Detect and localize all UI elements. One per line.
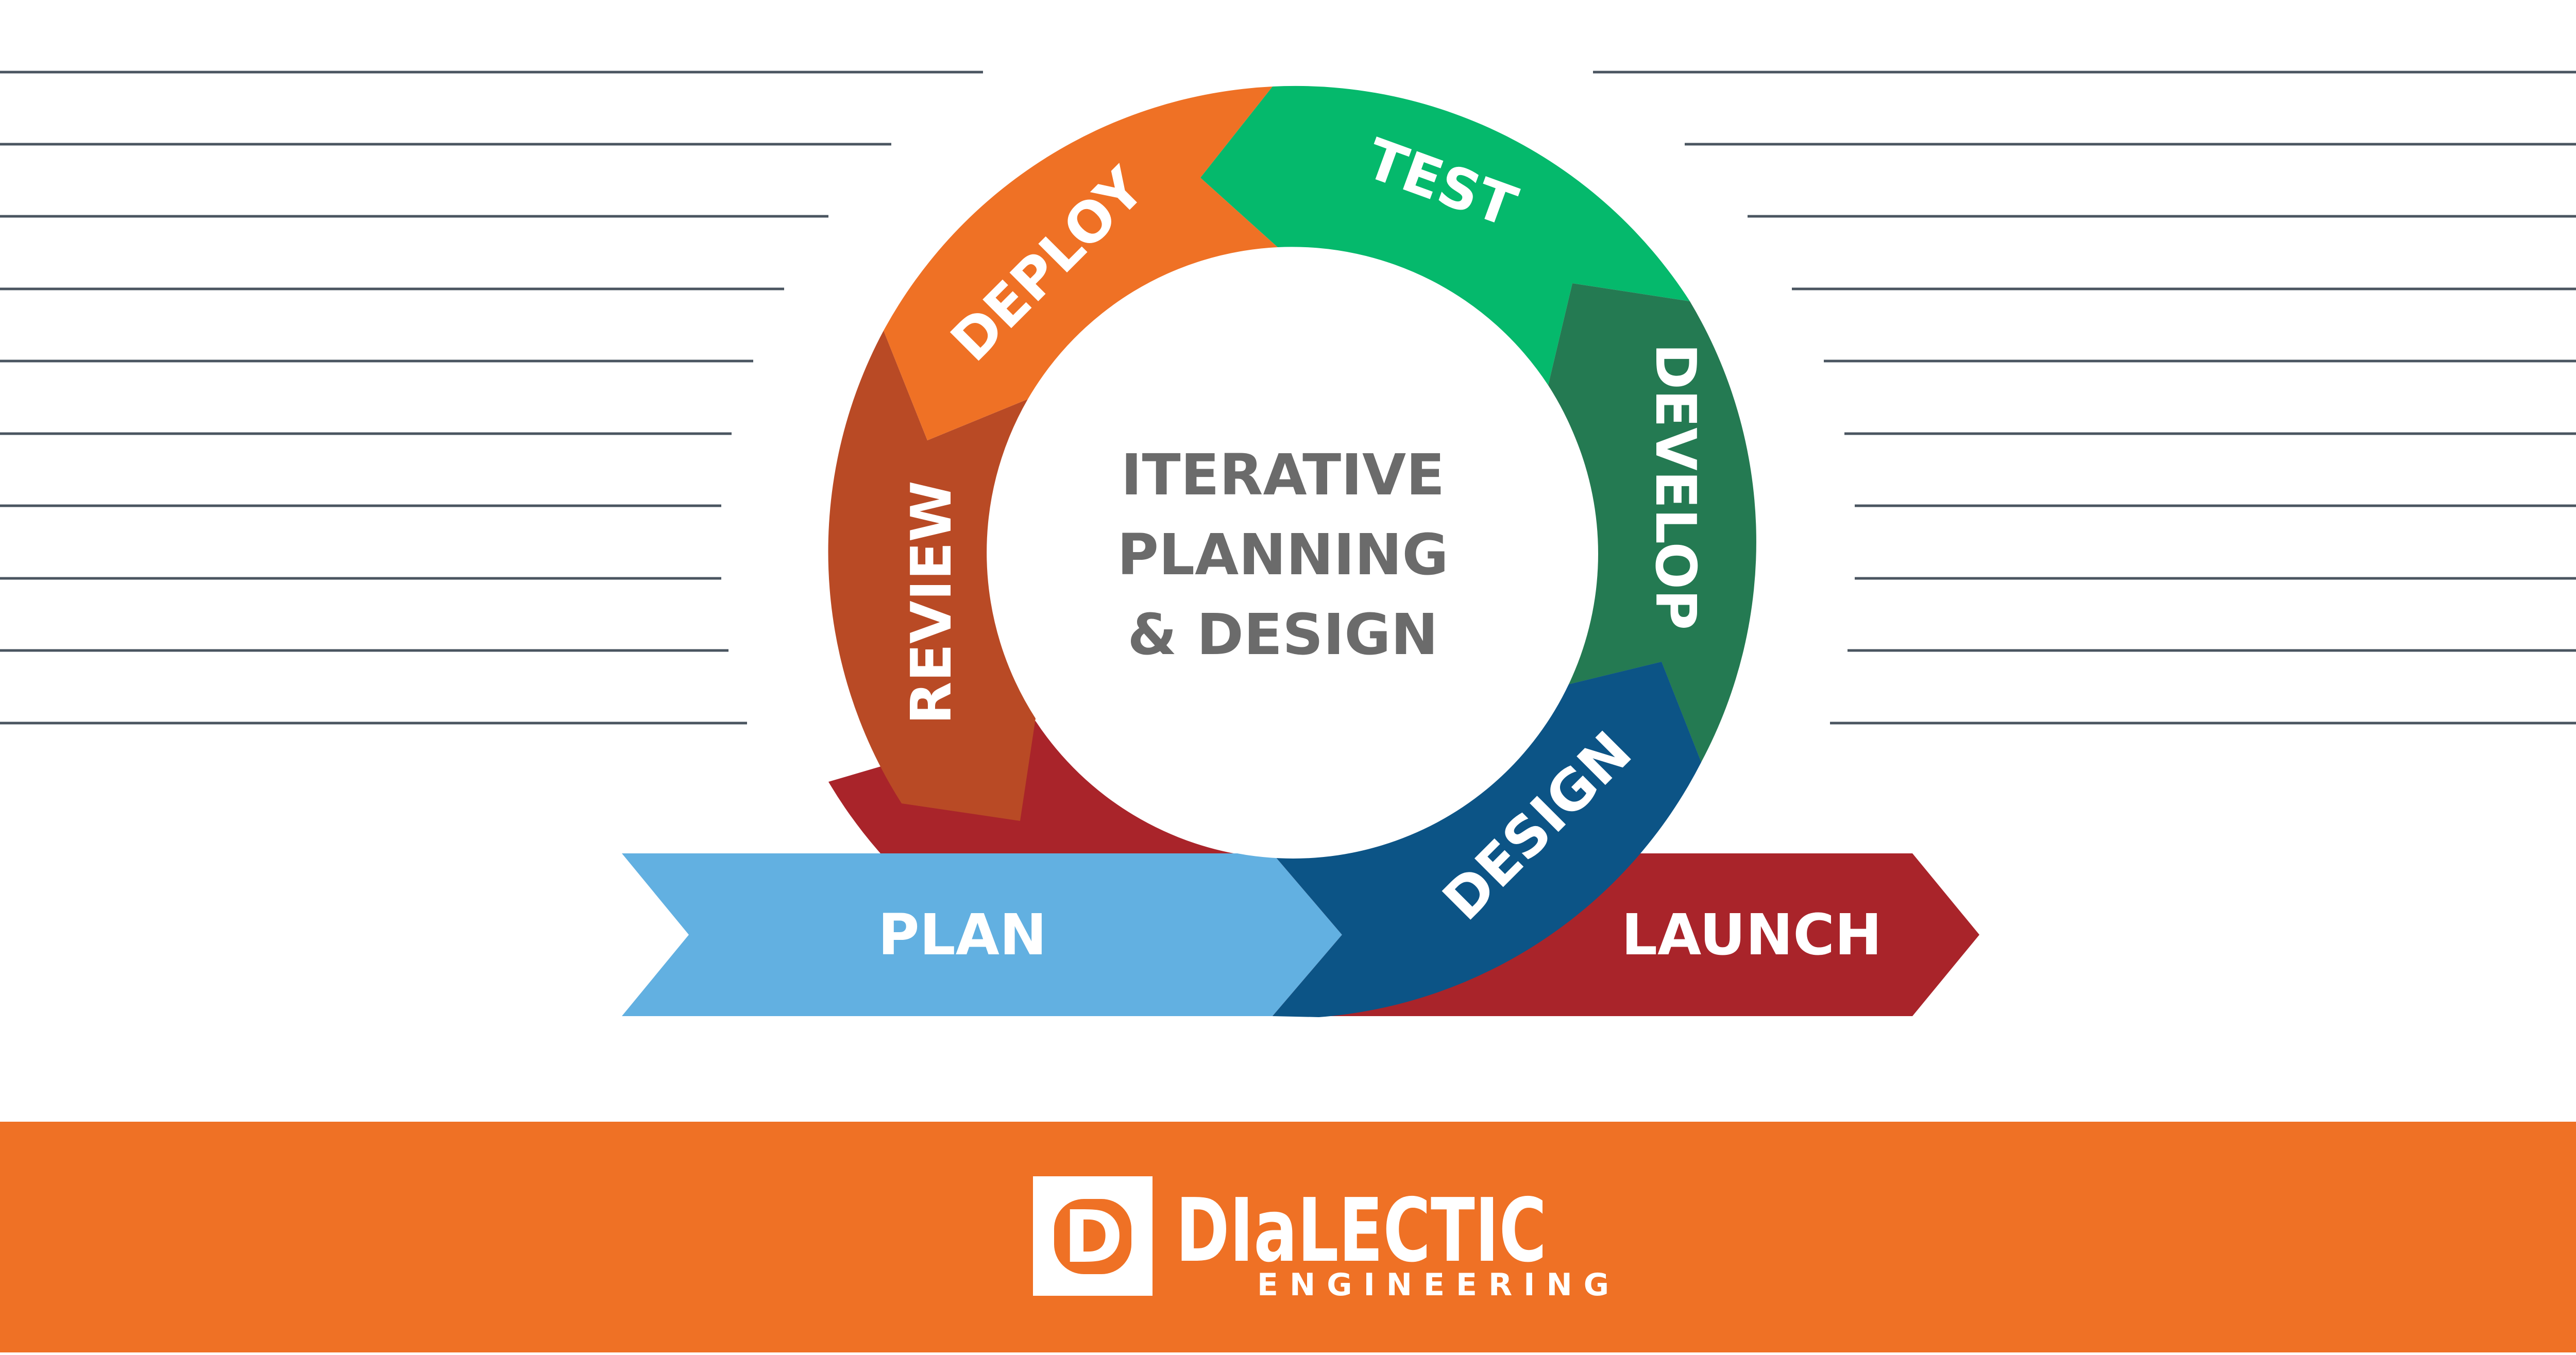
logo-mark: D [1033, 1176, 1153, 1296]
center-label-line-1: ITERATIVE [1121, 442, 1445, 508]
center-circle [988, 249, 1598, 859]
launch-label: LAUNCH [1621, 902, 1882, 968]
dialectic-logo: D DIaLECTIC ENGINEERING [1033, 1176, 1620, 1303]
logo-letter: D [1063, 1195, 1123, 1279]
plan-label: PLAN [878, 902, 1047, 968]
stage-label-review: REVIEW [900, 481, 964, 725]
stage-segment-test [1200, 85, 1690, 385]
center-label: ITERATIVE PLANNING & DESIGN [1117, 442, 1448, 667]
center-label-line-2: PLANNING [1117, 522, 1448, 588]
plan-arrow [622, 853, 1342, 1016]
stage-segment-develop [1548, 283, 1756, 762]
left-decorative-lines [0, 71, 983, 725]
stage-segment-deploy [884, 87, 1278, 440]
stage-segment-review [828, 331, 1036, 821]
footer-banner: D DIaLECTIC ENGINEERING [0, 1122, 2576, 1352]
brand-tagline: ENGINEERING [1257, 1267, 1620, 1303]
iterative-cycle-diagram: ITERATIVE PLANNING & DESIGN TEST DEVELOP… [0, 71, 2576, 1017]
stage-label-develop: DEVELOP [1643, 344, 1707, 630]
right-decorative-lines [1593, 71, 2576, 725]
brand-name: DIaLECTIC [1176, 1180, 1547, 1282]
center-label-line-3: & DESIGN [1127, 602, 1438, 667]
design-segment-tail [1273, 662, 1701, 1017]
